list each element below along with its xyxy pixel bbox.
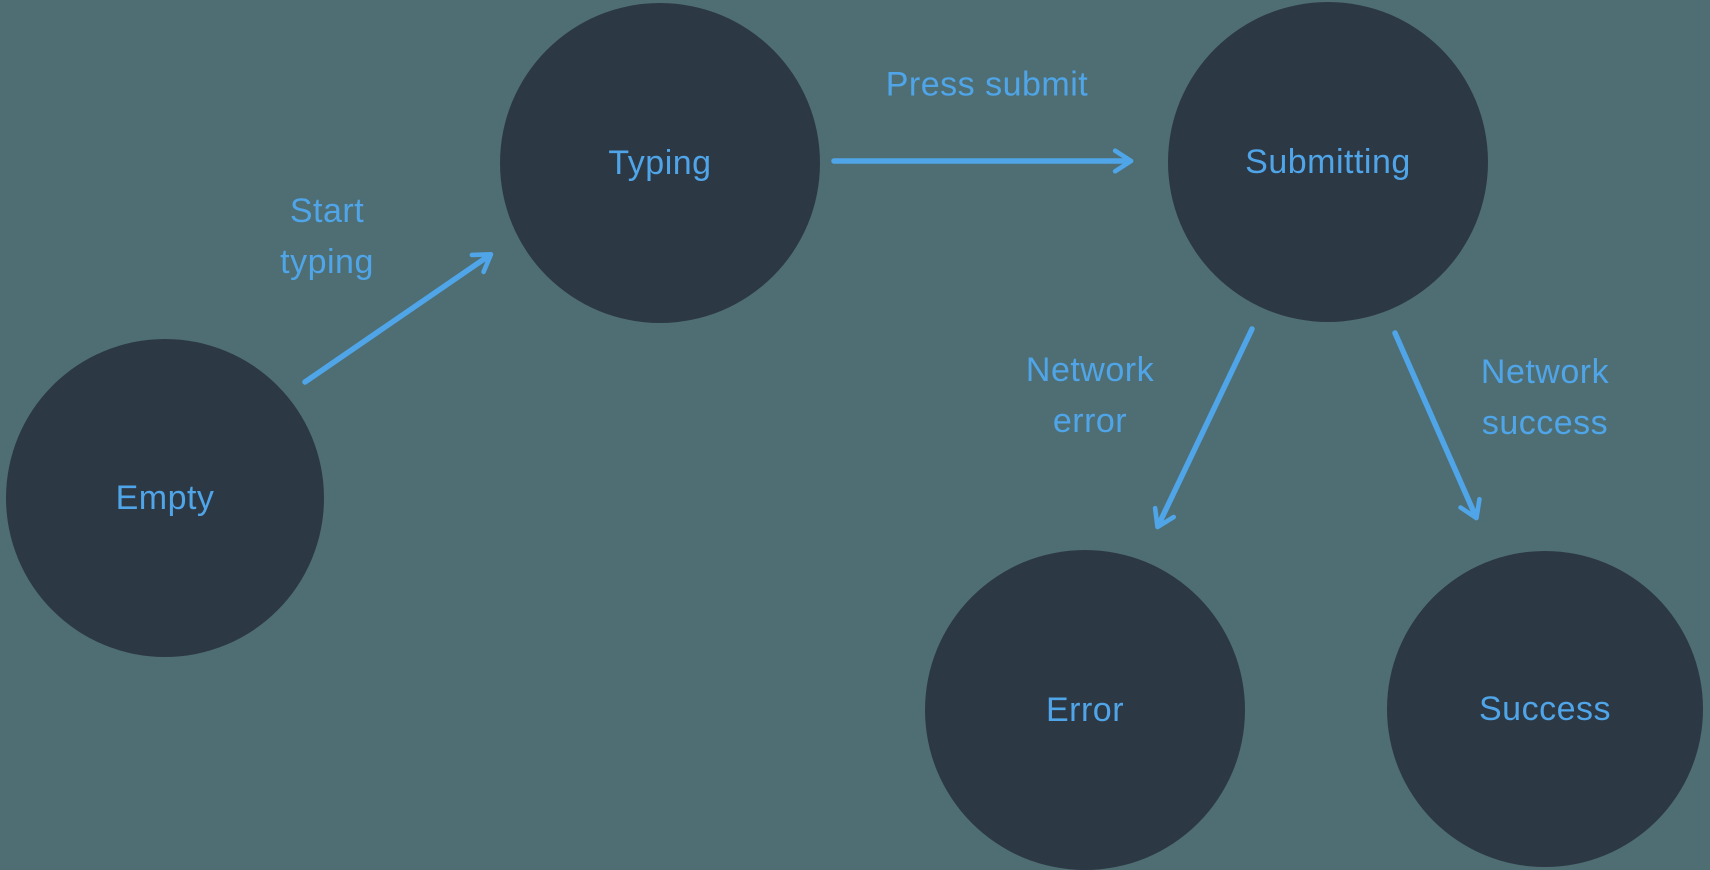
state-node-typing: Typing (500, 3, 820, 323)
edge-label-press-submit: Press submit (885, 65, 1089, 104)
state-node-error: Error (925, 550, 1245, 870)
state-label-typing: Typing (608, 143, 712, 182)
state-node-success: Success (1387, 551, 1703, 867)
state-node-empty: Empty (6, 339, 324, 657)
state-node-submitting: Submitting (1168, 2, 1488, 322)
edge-submitting-to-success (1392, 330, 1482, 521)
edge-label-network-error: Network error (1025, 351, 1155, 440)
edge-empty-to-typing (302, 252, 494, 385)
state-label-submitting: Submitting (1245, 142, 1411, 181)
edge-label-start-typing: Start typing (280, 192, 374, 281)
state-label-success: Success (1479, 689, 1611, 728)
state-label-empty: Empty (115, 478, 215, 517)
edge-label-network-success: Network success (1480, 353, 1610, 442)
edge-submitting-to-error (1152, 326, 1255, 530)
state-label-error: Error (1045, 690, 1125, 729)
